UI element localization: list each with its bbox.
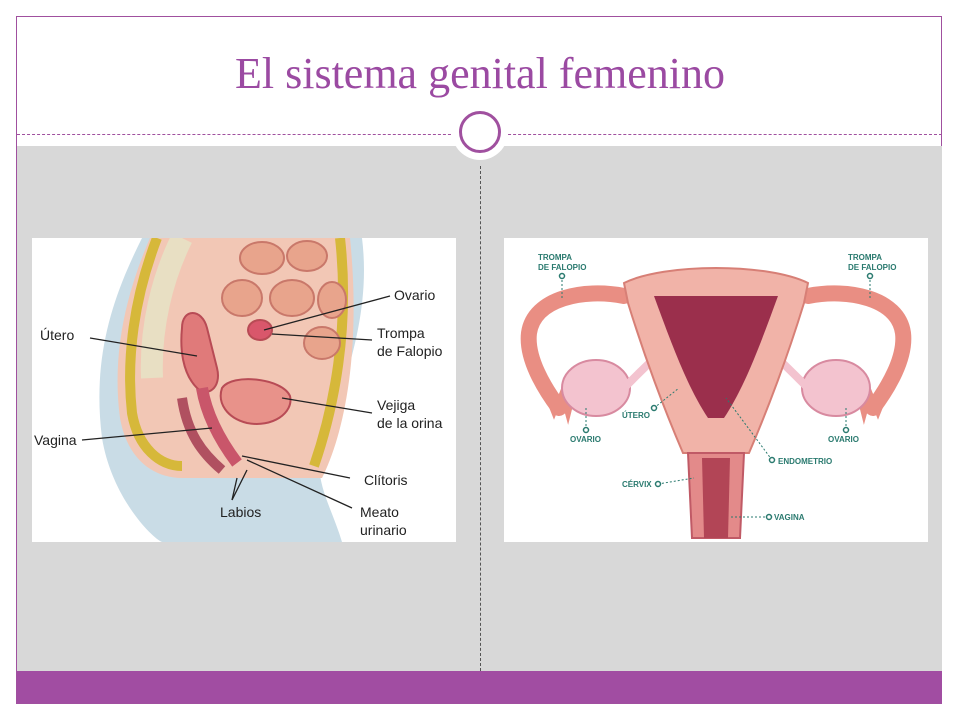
ovary-left xyxy=(561,359,631,417)
rectum xyxy=(177,397,226,474)
sagittal-anatomy-diagram: Ovario Útero Trompa de Falopio Vejiga de… xyxy=(32,238,456,542)
slide-title: El sistema genital femenino xyxy=(235,49,725,98)
label-meato-1: Meato xyxy=(360,504,399,520)
vaginal-canal xyxy=(702,458,730,538)
vagina-canal xyxy=(196,386,242,467)
label-utero: Útero xyxy=(40,327,74,343)
ornament-circle-icon xyxy=(459,111,501,153)
leader-dots xyxy=(558,272,874,521)
label-cervix: CÉRVIX xyxy=(622,480,652,489)
fallopian-tube-right xyxy=(800,285,912,416)
label-labios: Labios xyxy=(220,504,261,520)
frontal-anatomy-svg: TROMPA DE FALOPIO TROMPA DE FALOPIO ÚTER… xyxy=(520,253,912,539)
label-vejiga-2: de la orina xyxy=(377,415,443,431)
ovary-right xyxy=(801,359,871,417)
uterus xyxy=(180,312,219,393)
leader-lines xyxy=(81,295,391,509)
bladder xyxy=(219,378,292,425)
frontal-anatomy-diagram: TROMPA DE FALOPIO TROMPA DE FALOPIO ÚTER… xyxy=(504,238,928,542)
fat-layer-right xyxy=(309,238,349,468)
label-vagina: Vagina xyxy=(34,432,77,448)
spine xyxy=(140,238,192,379)
fallopian-tube-left xyxy=(520,285,632,416)
label-ovario-right: OVARIO xyxy=(828,435,859,444)
ovary xyxy=(247,319,273,341)
sagittal-anatomy-svg: Ovario Útero Trompa de Falopio Vejiga de… xyxy=(34,238,443,542)
label-ovario-left: OVARIO xyxy=(570,435,601,444)
label-meato-2: urinario xyxy=(360,522,407,538)
label-trompa-1: Trompa xyxy=(377,325,425,341)
label-vejiga-1: Vejiga xyxy=(377,397,415,413)
column-divider xyxy=(480,166,481,671)
leader-lines xyxy=(561,276,871,518)
label-trompa-2: de Falopio xyxy=(377,343,443,359)
label-trompa-right-1: TROMPA xyxy=(848,253,882,262)
label-ovario: Ovario xyxy=(394,287,435,303)
label-vagina: VAGINA xyxy=(774,513,805,522)
label-utero: ÚTERO xyxy=(622,411,650,420)
label-trompa-left-2: DE FALOPIO xyxy=(538,263,586,272)
footer-bar xyxy=(17,671,942,703)
label-clitoris: Clítoris xyxy=(364,472,408,488)
intestines xyxy=(221,240,347,360)
label-trompa-right-2: DE FALOPIO xyxy=(848,263,896,272)
label-endometrio: ENDOMETRIO xyxy=(778,457,832,466)
label-trompa-left-1: TROMPA xyxy=(538,253,572,262)
fat-layer-left xyxy=(125,238,183,471)
uterine-cavity xyxy=(654,296,778,418)
